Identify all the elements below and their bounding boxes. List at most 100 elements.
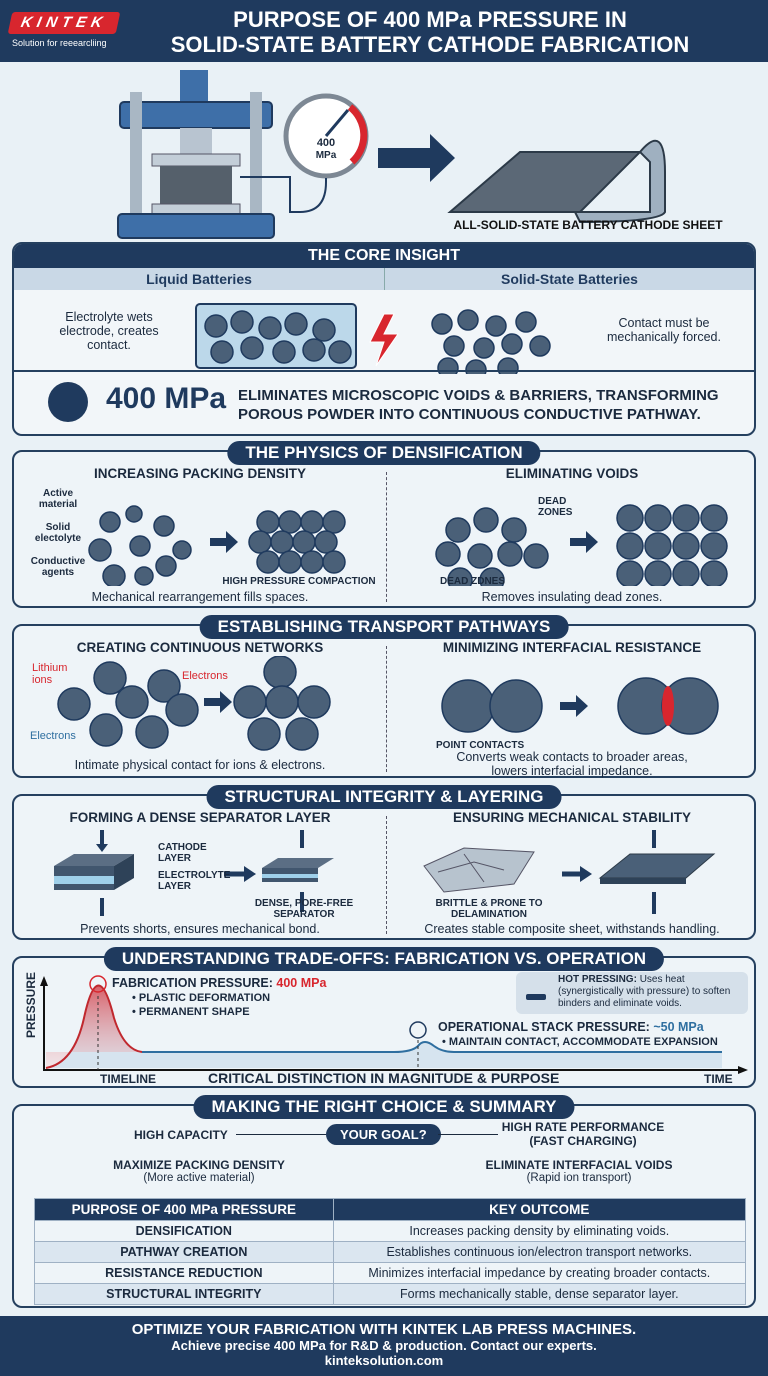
dense-separator-label: DENSE, PORE-FREE SEPARATOR [254,898,354,920]
particle [529,335,551,357]
physics-title: THE PHYSICS OF DENSIFICATION [227,441,541,465]
particle [644,532,672,560]
particle [292,530,316,554]
structural-title: STRUCTURAL INTEGRITY & LAYERING [206,785,562,809]
logo-tagline: Solution for reeearcliing [12,38,107,48]
fab-point-1: • PLASTIC DEFORMATION [132,992,271,1004]
particle [256,550,280,574]
arrow-right [438,1134,498,1135]
footer-headline: OPTIMIZE YOUR FABRICATION WITH KINTEK LA… [131,1321,637,1338]
outcome-cell: Minimizes interfacial impedance by creat… [332,1262,747,1284]
particle [431,313,453,335]
footer: OPTIMIZE YOUR FABRICATION WITH KINTEK LA… [0,1316,768,1376]
purpose-cell: PATHWAY CREATION [34,1241,334,1263]
tradeoffs-title: UNDERSTANDING TRADE-OFFS: FABRICATION VS… [103,947,665,971]
particle [135,715,169,749]
particle [497,541,523,567]
note-density: (More active material) [143,1172,255,1184]
particle [284,312,308,336]
liquid-header: Liquid Batteries [14,268,384,290]
y-axis-label: PRESSURE [24,971,38,1038]
note-voids: (Rapid ion transport) [526,1172,632,1184]
particle [443,335,465,357]
particle [248,530,272,554]
particle [322,510,346,534]
electrons-label-blue: Electrons [30,730,76,742]
particle [278,550,302,574]
label-electrolyte: Solid electolyte [34,522,82,544]
your-goal-badge: YOUR GOAL? [326,1124,441,1145]
particle [129,535,151,557]
point-contacts-label: POINT CONTACTS [436,740,525,751]
arrow-icon [560,695,588,717]
operational-label: OPERATIONAL STACK PRESSURE: ~50 MPa [438,1020,704,1034]
svg-text:MPa: MPa [316,150,337,161]
networks-caption: Intimate physical contact for ions & ele… [74,758,326,772]
particle [616,504,644,532]
op-point: • MAINTAIN CONTACT, ACCOMMODATE EXPANSIO… [442,1036,718,1048]
particle [153,515,175,537]
particle [302,338,326,362]
cathode-layer-label: CATHODE LAYER [158,842,207,864]
particle [322,550,346,574]
particle [485,315,507,337]
particle [258,316,282,340]
label-active: Active material [38,488,78,510]
lithium-ions-label: Lithium ions [32,662,68,686]
purpose-cell: RESISTANCE REDUCTION [34,1262,334,1284]
electrons-label-red: Electrons [182,670,228,682]
electrolyte-layer-label: ELECTROLYTE LAYER [158,870,231,892]
physics-panel: THE PHYSICS OF DENSIFICATION INCREASING … [12,441,756,608]
tradeoffs-panel: UNDERSTANDING TRADE-OFFS: FABRICATION VS… [12,947,756,1088]
timeline-label: TIMELINE [100,1072,156,1086]
time-label: TIME [704,1072,733,1086]
particle [435,541,461,567]
particle [256,510,280,534]
fabrication-label: FABRICATION PRESSURE: 400 MPa [112,976,327,990]
particle [672,560,700,586]
particle [233,685,267,719]
particle [473,507,499,533]
core-insight-title: THE CORE INSIGHT [14,244,754,268]
goal-rate: HIGH RATE PERFORMANCE (FAST CHARGING) [501,1120,665,1148]
arrow-icon [210,531,238,553]
particle [457,309,479,331]
press-illustration: 400 MPa ALL-SOLID-STATE BATTERY CATHODE … [117,70,723,239]
table-header: PURPOSE OF 400 MPa PRESSURE [34,1198,334,1221]
particle [265,685,299,719]
particle [263,656,297,689]
solid-header: Solid-State Batteries [384,268,754,290]
table-header: KEY OUTCOME [332,1198,747,1221]
packing-title: INCREASING PACKING DENSITY [93,466,307,481]
particle [285,717,319,751]
particle [523,543,549,569]
purpose-cell: DENSIFICATION [34,1220,334,1242]
separator-caption: Prevents shorts, ensures mechanical bond… [80,922,320,936]
particle [700,504,728,532]
particle [467,543,493,569]
particle [644,504,672,532]
choice-title: MAKING THE RIGHT CHOICE & SUMMARY [193,1095,575,1119]
particle [172,540,192,560]
arrow-icon [570,531,598,553]
dead-zones-label: DEAD ZONES [538,496,573,518]
voids-title: ELIMINATING VOIDS [505,466,639,481]
particle [93,661,127,695]
particle [445,517,471,543]
particle [447,567,473,586]
hot-pressing-note: HOT PRESSING: Uses heat (synergistically… [558,974,731,1009]
transport-graphic [57,656,719,751]
particle [300,510,324,534]
footer-website[interactable]: kinteksolution.com [324,1353,444,1368]
pressure-timeline-graphic [40,972,748,1074]
svg-text:400: 400 [317,137,335,149]
separator-title: FORMING A DENSE SEPARATOR LAYER [69,810,331,825]
particle [672,532,700,560]
particle [297,685,331,719]
contact-area [662,686,674,726]
stability-title: ENSURING MECHANICAL STABILITY [452,810,691,825]
particle [99,511,121,533]
